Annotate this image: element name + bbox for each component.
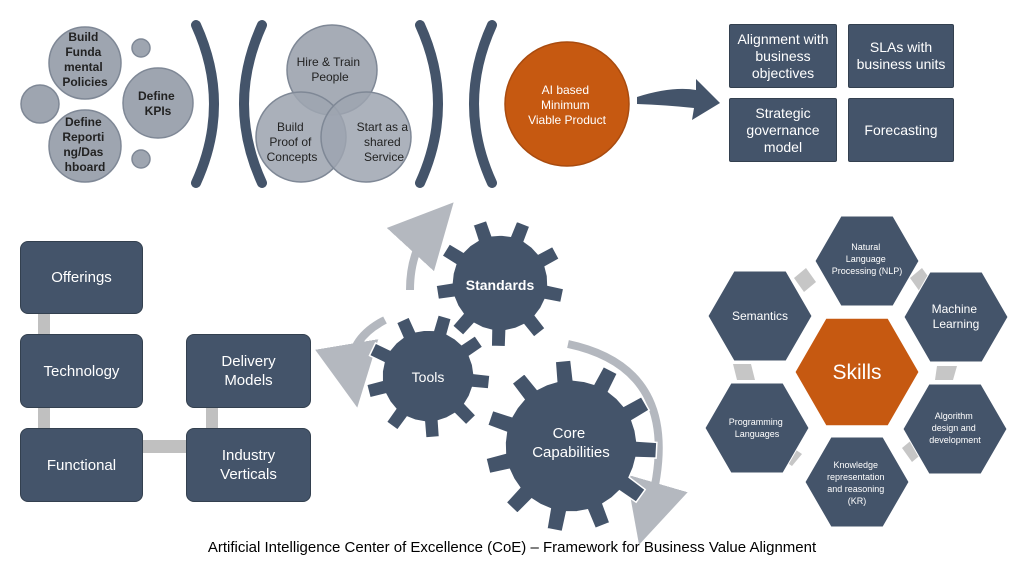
governance-box: Strategic governance model [729,98,837,162]
opening-arc [469,20,497,188]
arrow-left [315,316,387,408]
standards-gear [435,219,565,348]
slas-label: SLAs with business units [856,39,946,72]
programming-label: Programming Languages [729,417,786,439]
nlp-label: Natural Language Processing (NLP) [832,242,903,276]
alignment-label: Alignment with business objectives [737,30,829,81]
shared-service-label: Start as a shared Service [357,120,412,164]
caption: Artificial Intelligence Center of Excell… [207,539,817,556]
define-reporting-label: Define Reporti ng/Das hboard [62,115,107,174]
build-fundamental-policies-circle [48,26,122,100]
closing-arc [415,20,443,188]
connector [935,366,957,380]
governance-label: Strategic governance model [746,104,820,155]
skills-center-hex [794,317,920,427]
forecasting-label: Forecasting [864,121,938,138]
shared-service-circle [320,91,412,183]
skills-hexes [704,215,1009,528]
connector [38,314,50,334]
define-reporting-circle [48,109,122,183]
delivery-models-label: Delivery Models [221,353,276,389]
semantics-label: Semantics [732,309,788,323]
define-kpis-label: Define KPIs [138,89,178,118]
gear-arrows [315,202,688,545]
alignment-box: Alignment with business objectives [729,24,837,88]
arrow-up [386,202,454,291]
curved-arrow [637,79,720,120]
offerings-box: Offerings [20,241,143,314]
programming-hex [704,382,810,474]
closing-arc [191,20,219,188]
standards-label: Standards [466,277,535,293]
semantics-hex [707,270,813,362]
foundation-dot [131,149,151,169]
functional-box: Functional [20,428,143,502]
mvp-circle [504,41,630,167]
tools-label: Tools [412,369,445,385]
knowledge-hex [804,436,910,528]
connector [794,268,816,292]
connector [733,364,755,380]
parenthesis-arcs [191,20,497,188]
slas-box: SLAs with business units [848,24,954,88]
forecasting-box: Forecasting [848,98,954,162]
core-capabilities-gear [484,359,658,533]
venn-group: Hire & Train People Build Proof of Conce… [255,24,412,183]
algorithm-label: Algorithm design and development [929,411,981,445]
industry-verticals-box: Industry Verticals [186,428,311,502]
connector [38,408,50,428]
industry-verticals-label: Industry Verticals [220,447,277,483]
opening-arc [239,20,267,188]
machine-learning-hex [903,271,1009,363]
block-connectors [38,314,218,453]
machine-learning-label: Machine Learning [932,302,981,331]
offerings-label: Offerings [51,269,112,286]
foundation-dot [20,84,60,124]
connector [206,408,218,428]
knowledge-label: Knowledge representation and reasoning (… [827,460,887,506]
build-poc-label: Build Proof of Concepts [267,120,318,164]
build-fundamental-policies-label: Build Funda mental Policies [62,30,108,89]
technology-box: Technology [20,334,143,408]
foundation-group: Build Funda mental Policies Define KPIs … [20,26,194,183]
delivery-models-box: Delivery Models [186,334,311,408]
hire-train-label: Hire & Train People [297,55,364,84]
core-capabilities-label: Core Capabilities [532,425,610,461]
define-kpis-circle [122,67,194,139]
technology-label: Technology [43,362,120,380]
foundation-dot [131,38,151,58]
tools-gear [365,313,491,439]
gears-group [365,219,658,533]
algorithm-hex [902,383,1008,475]
connector [143,440,186,453]
functional-label: Functional [46,456,117,474]
skills-center-label: Skills [832,361,881,384]
nlp-hex [814,215,920,307]
mvp-label: AI based Minimum Viable Product [528,83,606,127]
arrow-right [567,340,688,545]
